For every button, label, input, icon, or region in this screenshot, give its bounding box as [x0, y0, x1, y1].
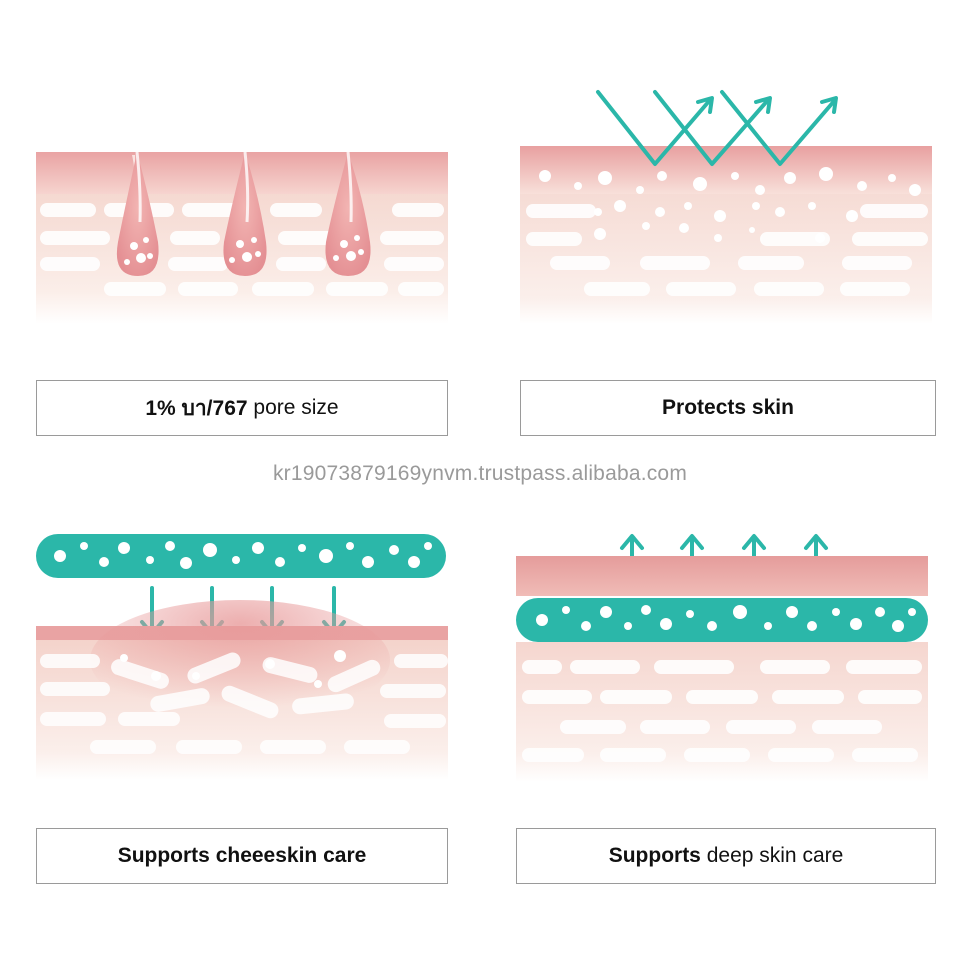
caption-protects-skin-bold: Protects skin — [662, 396, 794, 419]
pore-skin-illustration — [36, 151, 448, 324]
caption-pore-size: 1% บา/767 pore size — [36, 380, 448, 436]
deep-skin-illustration — [516, 534, 928, 782]
caption-deep-skin-care-regular: deep skin care — [700, 844, 844, 867]
absorb-skin-illustration — [36, 534, 448, 780]
protect-skin-illustration — [520, 90, 932, 324]
caption-deep-skin-care: Supports deep skin care — [516, 828, 936, 884]
reflect-arrows — [596, 90, 838, 166]
caption-protects-skin: Protects skin — [520, 380, 936, 436]
caption-cheeeskin-care: Supports cheeeskin care — [36, 828, 448, 884]
pore-2 — [223, 151, 267, 276]
caption-cheeeskin-care-regular: cheeeskin care — [209, 844, 367, 867]
caption-pore-size-regular: pore size — [247, 396, 339, 419]
caption-deep-skin-care-bold: Supports — [608, 844, 701, 867]
caption-pore-size-bold: 1% บา/767 — [145, 396, 248, 420]
watermark: kr19073879169ynvm.trustpass.alibaba.com — [272, 462, 688, 485]
pore-3 — [325, 151, 371, 276]
pore-1 — [116, 151, 159, 276]
caption-cheeeskin-care-bold: Supports — [117, 844, 210, 867]
